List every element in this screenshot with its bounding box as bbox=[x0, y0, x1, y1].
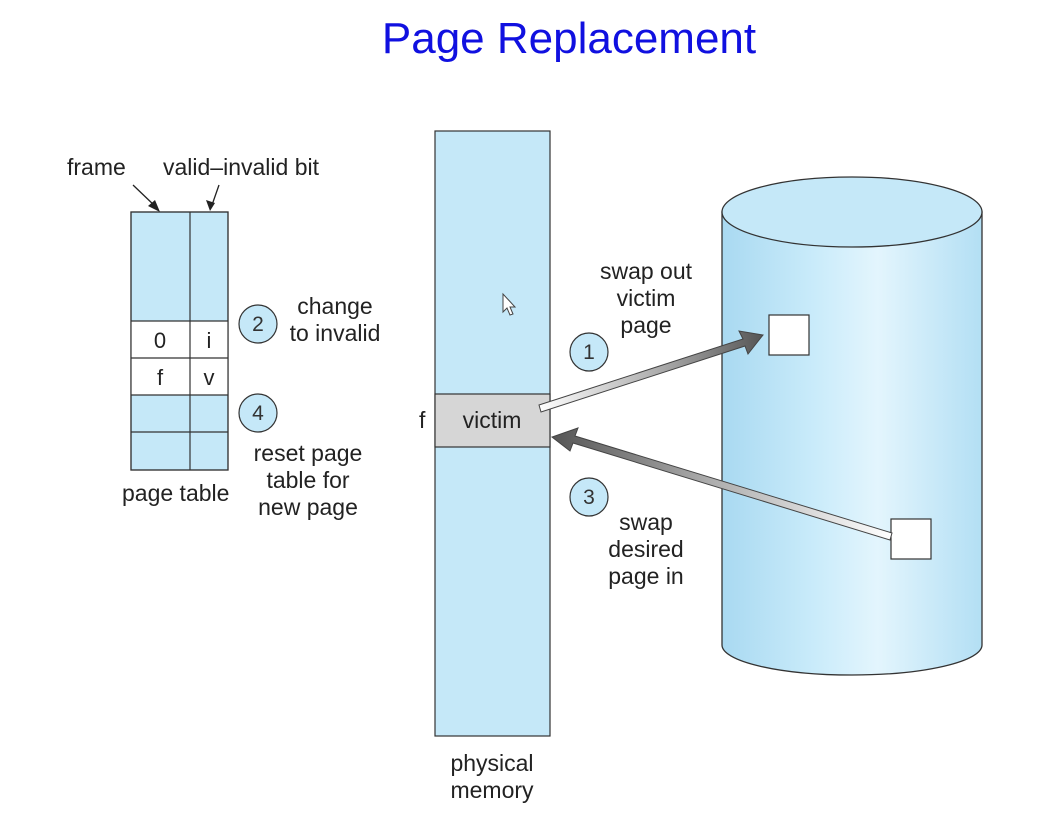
step-1: 1 swap out victim page bbox=[569, 258, 693, 372]
bit-pointer-arrow bbox=[206, 184, 220, 211]
step-number-badge bbox=[238, 304, 278, 344]
physical-memory: victim f physical memory bbox=[419, 130, 551, 803]
victim-label: victim bbox=[463, 407, 522, 433]
step-4: 4 reset page table for new page bbox=[238, 393, 363, 520]
step-text-line: to invalid bbox=[290, 320, 381, 346]
step-text-line: reset page bbox=[254, 440, 363, 466]
step-number: 4 bbox=[252, 402, 264, 425]
step-text-line: new page bbox=[258, 494, 358, 520]
step-number-badge bbox=[569, 477, 609, 517]
step-text-line: table for bbox=[266, 467, 349, 493]
frame-pointer-arrow bbox=[132, 184, 160, 212]
step-text-line: swap out bbox=[600, 258, 693, 284]
page-title: Page Replacement bbox=[382, 14, 756, 63]
disk-top bbox=[721, 176, 983, 248]
page-table-bit-cell: v bbox=[204, 365, 215, 390]
page-table-border bbox=[130, 211, 229, 471]
step-number: 2 bbox=[252, 313, 264, 336]
page-table-frame-cell: 0 bbox=[154, 328, 166, 353]
desired-page-on-disk bbox=[890, 518, 932, 560]
step-2: 2 change to invalid bbox=[238, 293, 381, 346]
physical-memory-caption-line: memory bbox=[450, 777, 534, 803]
step-text-line: change bbox=[297, 293, 372, 319]
step-text-line: swap bbox=[619, 509, 673, 535]
disk-body bbox=[721, 211, 983, 676]
page-table: frame valid–invalid bit 0 i f v page tab… bbox=[67, 154, 320, 506]
step-3: 3 swap desired page in bbox=[569, 477, 684, 589]
mouse-pointer-icon bbox=[502, 292, 517, 316]
swap-out-arrow bbox=[538, 330, 764, 413]
step-text-line: page in bbox=[608, 563, 683, 589]
swap-out-arrow-shape bbox=[538, 330, 764, 413]
page-table-caption: page table bbox=[122, 480, 229, 506]
frame-column-label: frame bbox=[67, 154, 126, 180]
valid-invalid-bit-label: valid–invalid bit bbox=[163, 154, 320, 180]
physical-memory-caption-line: physical bbox=[450, 750, 533, 776]
step-text-line: desired bbox=[608, 536, 683, 562]
step-number-badge bbox=[238, 393, 278, 433]
swap-in-arrow bbox=[550, 427, 893, 541]
victim-frame bbox=[434, 393, 551, 448]
swap-in-arrow-shape bbox=[550, 427, 893, 541]
step-number: 1 bbox=[583, 341, 595, 364]
victim-page-on-disk bbox=[768, 314, 810, 356]
disk-cylinder-icon bbox=[721, 176, 983, 676]
step-number: 3 bbox=[583, 486, 595, 509]
page-table-frame-cell: f bbox=[157, 365, 164, 390]
step-text-line: page bbox=[620, 312, 671, 338]
step-number-badge bbox=[569, 332, 609, 372]
frame-f-label: f bbox=[419, 407, 426, 433]
step-text-line: victim bbox=[617, 285, 676, 311]
page-table-bit-cell: i bbox=[207, 328, 212, 353]
